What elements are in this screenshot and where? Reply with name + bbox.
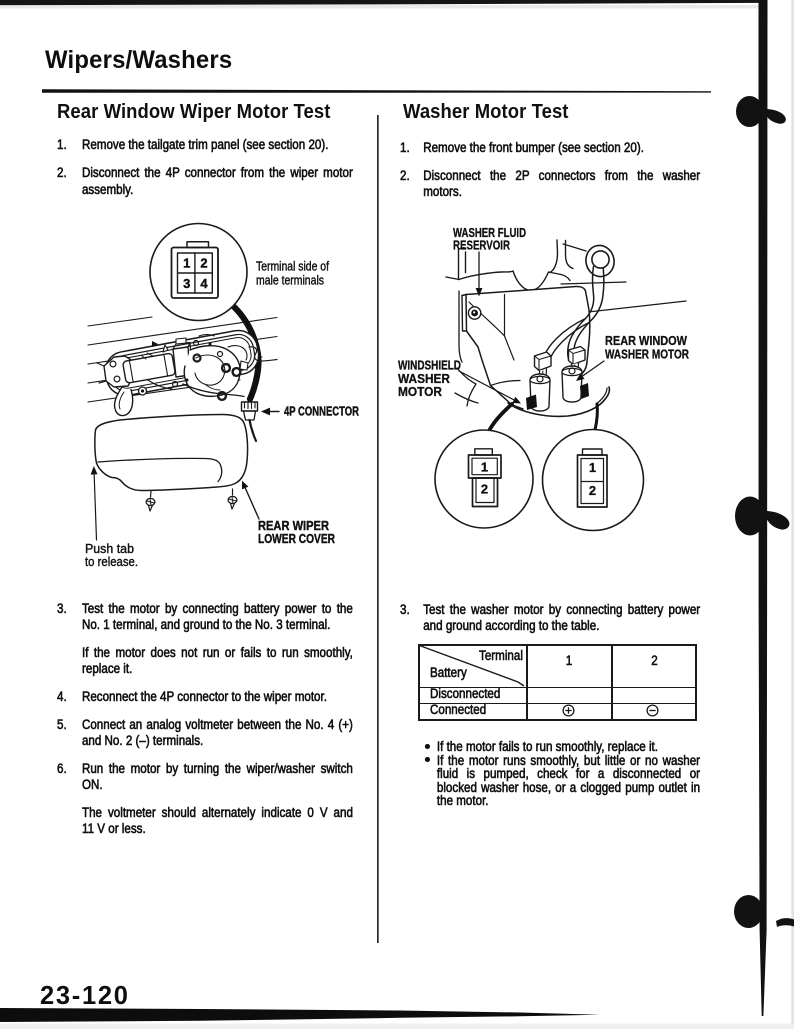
svg-text:3: 3 bbox=[183, 276, 190, 291]
svg-text:WASHER: WASHER bbox=[398, 372, 450, 386]
svg-text:MOTOR: MOTOR bbox=[398, 385, 442, 399]
svg-text:2: 2 bbox=[589, 483, 596, 498]
svg-text:WINDSHIELD: WINDSHIELD bbox=[398, 359, 461, 373]
svg-text:1: 1 bbox=[183, 256, 190, 271]
svg-text:1: 1 bbox=[481, 460, 488, 475]
svg-text:2: 2 bbox=[481, 482, 488, 497]
svg-text:WASHER MOTOR: WASHER MOTOR bbox=[605, 347, 689, 361]
svg-text:REAR WIPER: REAR WIPER bbox=[258, 519, 329, 533]
svg-text:male terminals: male terminals bbox=[256, 273, 324, 288]
svg-text:to release.: to release. bbox=[85, 554, 138, 569]
svg-text:RESERVOIR: RESERVOIR bbox=[453, 239, 510, 253]
svg-text:LOWER COVER: LOWER COVER bbox=[258, 532, 335, 546]
svg-text:REAR WINDOW: REAR WINDOW bbox=[605, 334, 687, 348]
svg-text:4P CONNECTOR: 4P CONNECTOR bbox=[284, 404, 359, 418]
svg-text:4: 4 bbox=[200, 276, 208, 291]
svg-text:1: 1 bbox=[589, 460, 596, 475]
svg-text:Push tab: Push tab bbox=[85, 541, 134, 556]
svg-text:WASHER FLUID: WASHER FLUID bbox=[453, 226, 526, 240]
svg-text:Terminal side of: Terminal side of bbox=[256, 258, 329, 273]
svg-text:2: 2 bbox=[200, 256, 207, 271]
